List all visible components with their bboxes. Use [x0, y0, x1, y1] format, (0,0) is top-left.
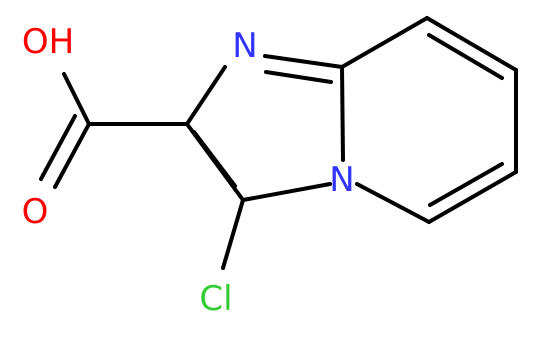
atom-label-n-imine: N — [232, 26, 257, 66]
carboxylic-acid-group — [39, 72, 189, 189]
bond-c6-c5-outer — [427, 170, 518, 224]
bond-c8-c7-outer — [425, 16, 518, 72]
bond-c8a-c8 — [340, 16, 429, 69]
bond-c3-c2-inner — [192, 130, 237, 188]
atom-label-n-bridge: N — [329, 160, 354, 200]
bond-n1-c8a-inner — [264, 70, 333, 84]
atom-label-oh: OH — [22, 22, 74, 62]
bond-c3-cl — [221, 198, 245, 270]
bond-c2-n1 — [185, 65, 227, 126]
atom-label-o-carbonyl: O — [22, 192, 49, 232]
bond-c8-c7-inner — [427, 33, 504, 80]
atom-label-cl: Cl — [199, 279, 232, 319]
pyridine-ring — [340, 16, 518, 224]
bond-cooh-o-double-b — [39, 114, 77, 181]
bond-c8a-n4 — [340, 65, 345, 162]
bond-cooh-oh — [62, 72, 91, 126]
bond-n1-c8a-outer — [263, 54, 344, 69]
bond-c6-c5-inner — [428, 162, 504, 207]
bond-n4-c3 — [241, 182, 332, 202]
bond-cooh-o-double-a — [53, 122, 91, 189]
imidazole-ring — [185, 54, 345, 202]
bond-c5-n4 — [355, 182, 431, 224]
